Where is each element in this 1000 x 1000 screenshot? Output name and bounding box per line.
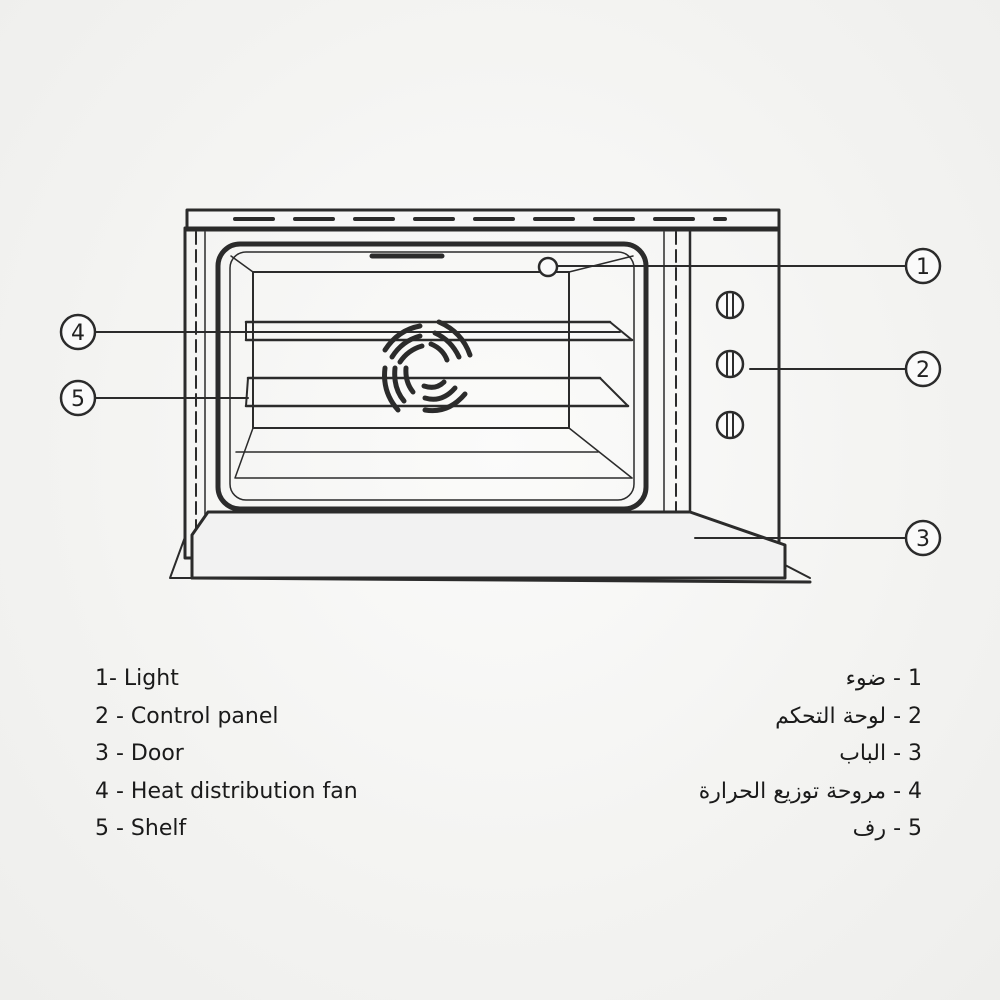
lower-shelf xyxy=(244,376,630,408)
callout-3-number: 3 xyxy=(916,527,930,552)
legend-item-light-ar: 1 - ضوء xyxy=(845,666,922,691)
leader-lines xyxy=(95,265,906,539)
oven-cavity xyxy=(215,241,649,512)
callout-4-number: 4 xyxy=(71,321,85,346)
legend-item-fan: 4 - Heat distribution fan xyxy=(95,778,358,804)
callout-2-number: 2 xyxy=(916,358,930,383)
callout-3 xyxy=(904,519,942,557)
legend-english: 1- Light 2 - Control panel 3 - Door 4 - … xyxy=(95,660,358,848)
control-knobs xyxy=(715,290,745,440)
callout-1-number: 1 xyxy=(916,255,930,280)
legend-item-control-panel: 2 - Control panel xyxy=(95,703,279,729)
oven-body xyxy=(183,208,781,560)
legend-arabic: 1 - ضوء 2 - لوحة التحكم 3 - الباب 4 - مر… xyxy=(699,660,922,848)
legend-item-fan-ar: 4 - مروحة توزيع الحرارة xyxy=(698,778,922,804)
callout-5 xyxy=(59,379,97,417)
callout-1 xyxy=(904,247,942,285)
callout-5-number: 5 xyxy=(71,387,85,412)
oven-door xyxy=(169,510,812,584)
knob-icon xyxy=(715,349,745,379)
legend-item-door: 3 - Door xyxy=(95,741,184,766)
fan-icon xyxy=(382,319,473,414)
legend-item-shelf: 5 - Shelf xyxy=(95,816,187,841)
callout-4 xyxy=(59,313,97,351)
legend-item-shelf-ar: 5 - رف xyxy=(852,816,922,841)
callout-2 xyxy=(904,350,942,388)
legend-item-light: 1- Light xyxy=(95,666,179,691)
knob-icon xyxy=(715,410,745,440)
upper-shelf xyxy=(244,320,634,342)
knob-icon xyxy=(715,290,745,320)
legend-item-door-ar: 3 - الباب xyxy=(839,741,922,766)
light-bulb xyxy=(537,256,559,278)
legend-item-control-panel-ar: 2 - لوحة التحكم xyxy=(775,703,922,729)
